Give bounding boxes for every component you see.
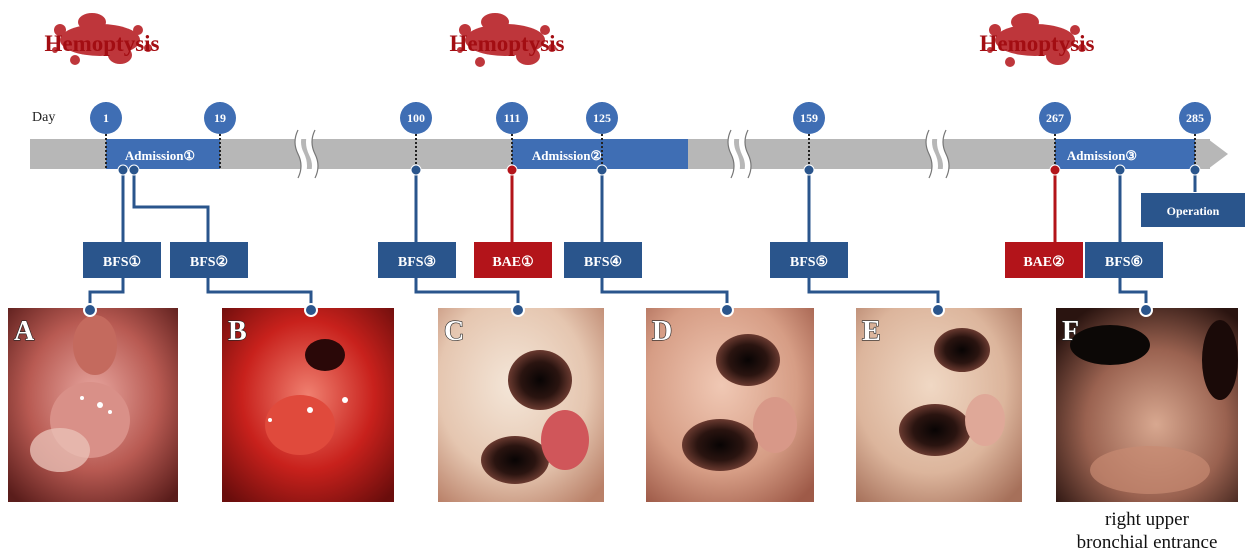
hemoptysis-marker-2: Hemoptysis [450,13,565,67]
panel-e-letter: E [862,316,881,347]
hemoptysis-label: Hemoptysis [45,31,160,56]
day-axis-label: Day [32,110,55,125]
bfs4-label: BFS④ [584,255,622,270]
day-number: 111 [504,111,521,125]
bfs5-label: BFS⑤ [790,255,828,270]
connectors-blue [90,170,1195,308]
operation-label: Operation [1167,204,1220,218]
bfs1-label: BFS① [103,255,141,270]
bfs3-label: BFS③ [398,255,436,270]
connectors-red [512,170,1055,242]
panel-d-letter: D [652,316,672,347]
panel-f-image [1056,308,1238,502]
panel-c-pin [512,304,524,316]
panel-a-letter: A [14,316,35,347]
day-number: 159 [800,111,818,125]
panel-b-letter: B [228,316,247,347]
day-number: 267 [1046,111,1064,125]
hemoptysis-label: Hemoptysis [980,31,1095,56]
bfs6-label: BFS⑥ [1105,255,1143,270]
admission-label-3: Admission③ [1067,148,1137,163]
panel-a-pin [84,304,96,316]
hemoptysis-marker-1: Hemoptysis [45,13,160,65]
panel-c-letter: C [444,316,464,347]
admission-label-1: Admission① [125,148,195,163]
day-number: 285 [1186,111,1204,125]
bae1-label: BAE① [492,255,533,270]
day-number: 125 [593,111,611,125]
panel-d-pin [721,304,733,316]
day-number: 100 [407,111,425,125]
hemoptysis-label: Hemoptysis [450,31,565,56]
panel-f-letter: F [1062,316,1079,347]
admission-label-2: Admission② [532,148,602,163]
panel-b-pin [305,304,317,316]
caption-line-1: right upper [1105,509,1190,530]
day-number: 19 [214,111,226,125]
bae2-label: BAE② [1023,255,1064,270]
day-number: 1 [103,111,109,125]
panel-f-pin [1140,304,1152,316]
panel-e-image [856,308,1022,502]
panel-e-pin [932,304,944,316]
panel-b-image [222,308,394,502]
bfs2-label: BFS② [190,255,228,270]
hemoptysis-marker-3: Hemoptysis [980,13,1095,67]
caption-line-2: bronchial entrance [1077,532,1218,553]
